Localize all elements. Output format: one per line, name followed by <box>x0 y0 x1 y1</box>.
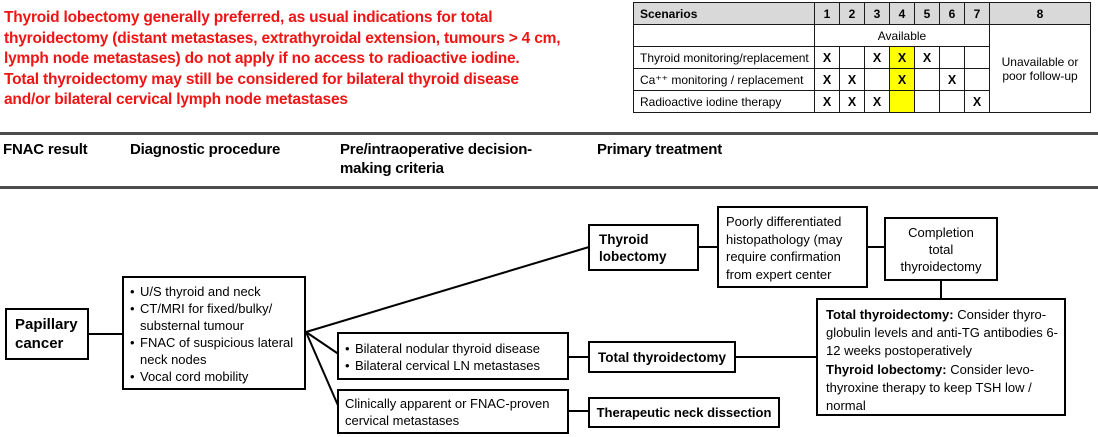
box-postoperative-followup: Total thyroidectomy: Consider thyro-glob… <box>816 298 1066 416</box>
diagnostic-item: Vocal cord mobility <box>128 368 302 385</box>
divider-line <box>0 186 1098 189</box>
box-total-thyroidectomy: Total thyroidectomy <box>588 341 736 373</box>
box-papillary-cancer: Papillary cancer <box>5 308 89 360</box>
table-row-radioactive-iodine: Radioactive iodine therapy X X X X <box>633 90 1091 113</box>
mark-cell-highlighted <box>889 90 915 113</box>
available-cell: Available <box>814 24 990 47</box>
box-therapeutic-neck-dissection: Therapeutic neck dissection <box>588 397 780 428</box>
diagnostic-item: U/S thyroid and neck <box>128 283 302 300</box>
scenarios-header-label: Scenarios <box>633 2 815 25</box>
column-header-primary-treatment: Primary treatment <box>597 141 722 158</box>
clinically-apparent-text: Clinically apparent or FNAC-proven cervi… <box>345 396 550 428</box>
mark-cell: X <box>814 90 840 113</box>
scenario-column-5: 5 <box>914 2 940 25</box>
box-poorly-differentiated: Poorly differentiated histopathology (ma… <box>717 206 868 288</box>
column-header-fnac-result: FNAC result <box>3 141 88 158</box>
mark-cell: X <box>839 68 865 91</box>
mark-cell <box>864 68 890 91</box>
box-clinically-apparent: Clinically apparent or FNAC-proven cervi… <box>337 389 569 434</box>
bilateral-item: Bilateral cervical LN metastases <box>343 357 565 374</box>
scenario-column-6: 6 <box>939 2 965 25</box>
box-thyroid-lobectomy: Thyroid lobectomy <box>588 224 699 271</box>
followup-thyroid-lobectomy-text: Consider levo-thyroxine therapy to keep … <box>826 361 1035 414</box>
box-papillary-label: Papillary cancer <box>15 316 78 352</box>
followup-total-thyroidectomy-label: Total thyroidectomy: <box>826 307 954 322</box>
mark-cell: X <box>839 90 865 113</box>
mark-cell <box>839 46 865 69</box>
column-header-decision-criteria: Pre/intraoperative decision-making crite… <box>340 141 532 177</box>
box-completion-total-thyroidectomy: Completion total thyroidectomy <box>884 217 998 281</box>
availability-row: Available Unavailable or poor follow-up <box>633 24 1091 113</box>
row-label: Radioactive iodine therapy <box>633 90 815 113</box>
scenario-column-3: 3 <box>864 2 890 25</box>
mark-cell <box>914 90 940 113</box>
connector-diagnostic-to-bilateral <box>305 331 341 356</box>
red-advisory-note: Thyroid lobectomy generally preferred, a… <box>4 8 654 111</box>
mark-cell-highlighted: X <box>889 68 915 91</box>
red-note-line: Total thyroidectomy may still be conside… <box>4 70 519 88</box>
completion-label: Completion total thyroidectomy <box>900 224 982 274</box>
therapeutic-label: Therapeutic neck dissection <box>596 405 772 420</box>
mark-cell <box>964 68 990 91</box>
mark-cell: X <box>814 46 840 69</box>
scenarios-table: Scenarios 1 2 3 4 5 6 7 8 Available Unav… <box>633 2 1091 113</box>
total-thyroidectomy-label: Total thyroidectomy <box>597 349 726 365</box>
box-bilateral-criteria: Bilateral nodular thyroid disease Bilate… <box>337 332 569 380</box>
connector-diagnostic-to-thyroid-lobectomy <box>305 246 590 333</box>
red-note-line: thyroidectomy (distant metastases, extra… <box>4 29 561 47</box>
red-note-line: lymph node metastases) do not apply if n… <box>4 50 520 67</box>
scenarios-header-row: Scenarios 1 2 3 4 5 6 7 8 <box>633 2 1091 25</box>
connector-diagnostic-to-clinically <box>305 331 341 411</box>
mark-cell-highlighted: X <box>889 46 915 69</box>
bilateral-item: Bilateral nodular thyroid disease <box>343 340 565 357</box>
mark-cell <box>964 46 990 69</box>
table-row-thyroid-monitoring: Thyroid monitoring/replacement X X X X <box>633 46 1091 69</box>
poorly-differentiated-text: Poorly differentiated histopathology (ma… <box>726 214 843 282</box>
diagnostic-item: FNAC of suspicious lateral neck nodes <box>128 334 302 368</box>
column-header-diagnostic-procedure: Diagnostic procedure <box>130 141 281 158</box>
followup-total-thyroidectomy-text: Consider thyro-globulin levels and anti-… <box>826 307 1058 359</box>
scenario-column-1: 1 <box>814 2 840 25</box>
diagnostic-item: CT/MRI for fixed/bulky/ substernal tumou… <box>128 300 302 334</box>
red-note-line: and/or bilateral cervical lymph node met… <box>4 91 348 108</box>
scenario-column-4: 4 <box>889 2 915 25</box>
row-label: Thyroid monitoring/replacement <box>633 46 815 69</box>
red-note-line: Thyroid lobectomy generally preferred, a… <box>4 9 493 26</box>
unavailable-cell: Unavailable or poor follow-up <box>989 24 1091 113</box>
divider-line <box>0 132 1098 135</box>
box-diagnostic-procedures: U/S thyroid and neck CT/MRI for fixed/bu… <box>122 276 306 390</box>
followup-thyroid-lobectomy-label: Thyroid lobectomy: <box>826 361 947 377</box>
mark-cell: X <box>814 68 840 91</box>
mark-cell: X <box>964 90 990 113</box>
thyroid-lobectomy-label: Thyroid lobectomy <box>599 231 667 264</box>
empty-cell <box>633 24 815 47</box>
